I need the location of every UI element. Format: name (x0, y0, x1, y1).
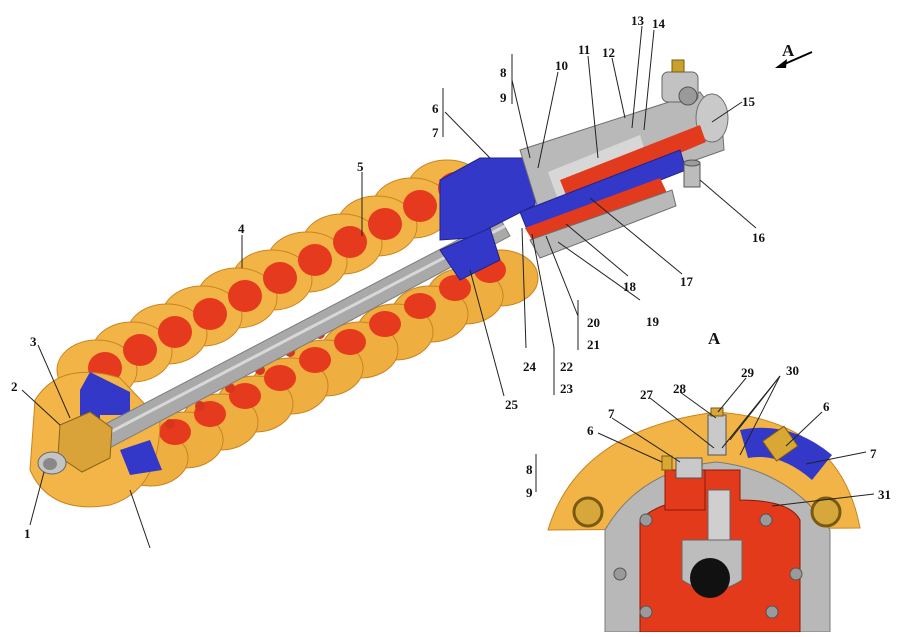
callout-16: 16 (752, 230, 765, 245)
callout-20: 20 (587, 315, 600, 330)
top-fitting (661, 59, 699, 106)
callout-13: 13 (631, 13, 644, 28)
callout-4: 4 (238, 221, 245, 236)
callout-2: 2 (11, 379, 18, 394)
callout-11: 11 (578, 42, 591, 57)
callout-21: 21 (587, 337, 600, 352)
callout-23: 23 (560, 381, 573, 396)
callout-9: 9 (500, 90, 507, 105)
detail-callout-9: 9 (526, 485, 533, 500)
view-arrow-label: A (782, 41, 795, 60)
callout-19: 19 (646, 314, 659, 329)
detail-callout-7-right: 7 (870, 446, 877, 461)
callout-1: 1 (24, 526, 31, 541)
callout-7: 7 (432, 125, 439, 140)
callout-18: 18 (623, 279, 636, 294)
callout-5: 5 (357, 159, 364, 174)
detail-callout-29: 29 (741, 365, 754, 380)
callout-17: 17 (680, 274, 693, 289)
callout-8: 8 (500, 65, 507, 80)
detail-callout-6-right: 6 (823, 399, 830, 414)
detail-view (535, 375, 875, 633)
pin (683, 159, 701, 188)
detail-callout-7-left: 7 (608, 406, 615, 421)
callout-15: 15 (742, 94, 755, 109)
inlet-collar (439, 157, 536, 281)
end-nut (37, 411, 113, 475)
callout-6: 6 (432, 101, 439, 116)
callout-12: 12 (602, 45, 615, 60)
segment-stack-back (56, 159, 488, 401)
detail-callout-8: 8 (526, 462, 533, 477)
callout-25: 25 (505, 397, 518, 412)
detail-callout-6-left: 6 (587, 423, 594, 438)
callout-14: 14 (652, 16, 665, 31)
detail-callout-30: 30 (786, 363, 799, 378)
callout-3: 3 (30, 334, 37, 349)
detail-view-title: A (708, 329, 721, 348)
detail-callout-27: 27 (640, 387, 653, 402)
callout-24: 24 (523, 359, 536, 374)
callout-22: 22 (560, 359, 573, 374)
detail-callout-31: 31 (878, 487, 891, 502)
detail-callout-28: 28 (673, 381, 686, 396)
view-arrow (775, 51, 813, 68)
callout-10: 10 (555, 58, 568, 73)
leader-lines (21, 25, 757, 549)
segment-stack-front (111, 239, 539, 487)
